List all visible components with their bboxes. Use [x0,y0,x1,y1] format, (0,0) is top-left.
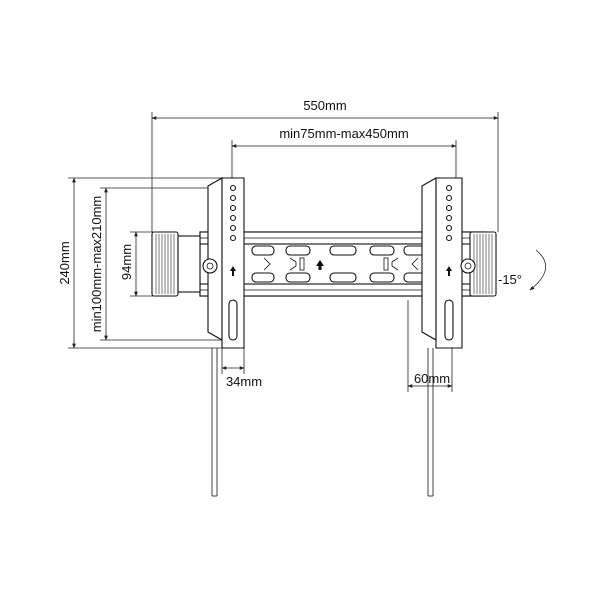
overall-height-label: 240mm [57,241,72,284]
right-depth-label: 60mm [414,371,450,386]
right-tv-arm [421,177,476,497]
left-depth-dimension: 34mm [221,340,262,389]
overall-width-label: 550mm [303,98,346,113]
rail-height-label: 94mm [119,244,134,280]
vesa-horizontal-label: min75mm-max450mm [279,126,408,141]
overall-height-dimension: 240mm [57,177,222,349]
vesa-vertical-label: min100mm-max210mm [89,196,104,333]
overall-width-dimension: 550mm [151,98,499,232]
rail-height-dimension: 94mm [119,231,156,297]
tilt-angle-indicator: -15° [498,249,546,291]
left-tv-arm [202,177,245,497]
left-end-cap [151,231,201,297]
right-depth-dimension: 60mm [407,300,453,392]
wall-plate-slots [251,245,427,283]
vesa-vertical-dimension: min100mm-max210mm [89,187,222,341]
center-up-arrow-icon [316,260,324,270]
vesa-horizontal-dimension: min75mm-max450mm [231,126,457,180]
left-depth-label: 34mm [226,374,262,389]
tilt-angle-label: -15° [498,272,522,287]
